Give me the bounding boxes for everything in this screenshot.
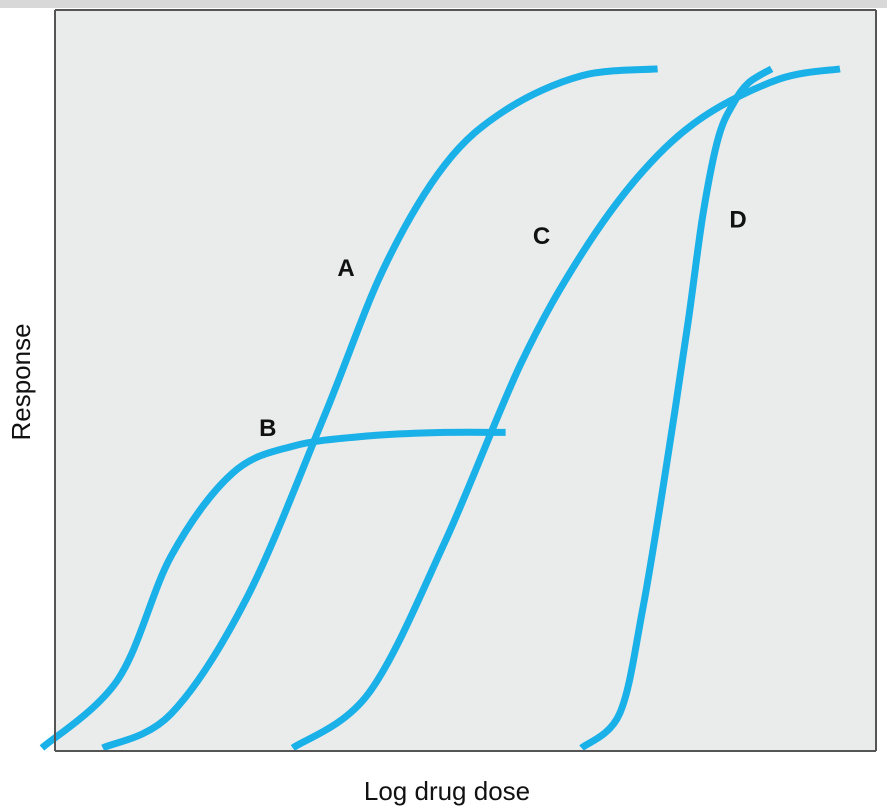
top-strip — [0, 0, 887, 8]
y-axis-label: Response — [6, 323, 36, 440]
curve-labels-group: A B C D — [259, 207, 747, 443]
curve-a — [101, 65, 658, 752]
plot-background — [55, 10, 876, 751]
curve-b — [39, 428, 506, 751]
curves-group — [39, 65, 841, 752]
x-axis-label: Log drug dose — [364, 776, 530, 806]
curve-d — [579, 65, 774, 751]
curve-c — [290, 65, 841, 751]
curve-label-c: C — [533, 223, 550, 250]
curve-label-a: A — [337, 255, 354, 282]
curve-label-d: D — [729, 207, 746, 234]
curve-label-b: B — [259, 415, 276, 442]
